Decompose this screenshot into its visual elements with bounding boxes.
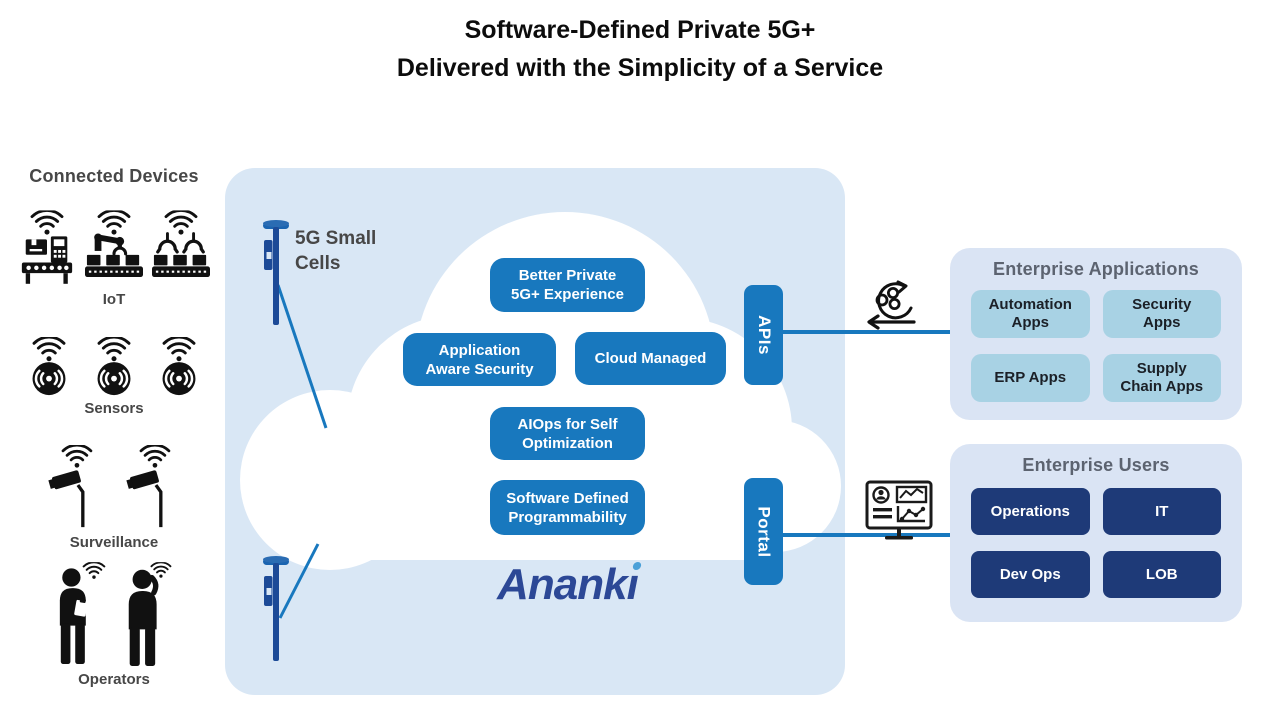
- enterprise-users-heading: Enterprise Users: [1022, 455, 1170, 475]
- feature-application-aware-security: Application Aware Security: [403, 333, 556, 386]
- iot-label: IoT: [102, 291, 126, 308]
- sensors-label: Sensors: [84, 400, 144, 417]
- diagram-title: Software-Defined Private 5G+ Delivered w…: [0, 11, 1280, 87]
- gripper-icon: [152, 210, 210, 278]
- small-cells-label: 5G Small Cells: [295, 228, 377, 274]
- small-cell-antenna-icon: [263, 220, 289, 325]
- sensor-icon: [162, 337, 196, 396]
- device-group-iot: IoT: [16, 210, 212, 308]
- automation-cycle-icon: [867, 280, 916, 330]
- surveillance-label: Surveillance: [69, 534, 159, 551]
- factory-machine-icon: [21, 210, 73, 284]
- connected-devices-heading: Connected Devices: [29, 166, 199, 186]
- dashboard-monitor-icon: [865, 480, 933, 540]
- operator-phone-icon: [128, 562, 172, 666]
- device-group-surveillance: Surveillance: [16, 445, 212, 551]
- feature-cloud-managed: Cloud Managed: [575, 332, 726, 385]
- enterprise-applications-panel: Enterprise Applications Automation Apps …: [950, 248, 1242, 420]
- enterprise-users-panel: Enterprise Users Operations IT Dev Ops L…: [950, 444, 1242, 622]
- feature-aiops-self-optimization: AIOps for Self Optimization: [490, 407, 645, 460]
- enterprise-applications-heading: Enterprise Applications: [993, 259, 1199, 279]
- apis-connector-line: [781, 330, 953, 334]
- title-line-1: Software-Defined Private 5G+: [464, 16, 816, 44]
- security-apps-box: Security Apps: [1102, 290, 1221, 338]
- operator-clipboard-icon: [59, 562, 106, 665]
- feature-software-defined-programmability: Software Defined Programmability: [490, 480, 645, 535]
- platform-panel: 5G Small Cells Better Private 5G+ Experi…: [225, 168, 845, 695]
- automation-apps-box: Automation Apps: [971, 290, 1090, 338]
- logo-i-dot: [631, 562, 642, 570]
- small-cell-antenna-icon: [263, 556, 289, 661]
- supply-chain-apps-box: Supply Chain Apps: [1102, 354, 1221, 402]
- it-box: IT: [1102, 488, 1221, 535]
- feature-better-private-5g-experience: Better Private 5G+ Experience: [490, 258, 645, 312]
- sensor-icon: [32, 337, 66, 396]
- sensor-icon: [97, 337, 131, 396]
- cctv-camera-icon: [126, 445, 171, 528]
- operators-label: Operators: [78, 671, 150, 688]
- operations-box: Operations: [971, 488, 1090, 535]
- robot-arm-icon: [85, 210, 143, 278]
- dev-ops-box: Dev Ops: [971, 551, 1090, 598]
- cctv-camera-icon: [48, 445, 93, 528]
- title-line-2: Delivered with the Simplicity of a Servi…: [396, 54, 884, 82]
- device-group-operators: Operators: [16, 562, 212, 688]
- ananki-logo: Anankı: [425, 560, 710, 610]
- backhaul-lines: [276, 284, 328, 619]
- tab-apis: APIs: [744, 285, 783, 385]
- device-group-sensors: Sensors: [16, 337, 212, 417]
- lob-box: LOB: [1102, 551, 1221, 598]
- portal-connector-line: [781, 533, 953, 537]
- erp-apps-box: ERP Apps: [971, 354, 1090, 402]
- tab-portal: Portal: [744, 478, 783, 585]
